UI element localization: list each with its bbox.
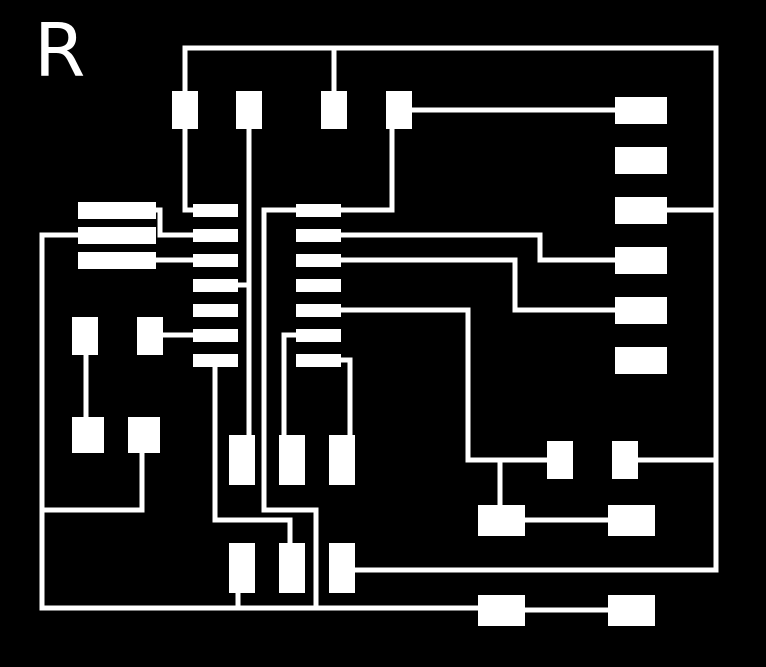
header-pin-2 bbox=[615, 147, 667, 174]
board-label: R bbox=[34, 8, 86, 94]
trace-left-res bbox=[42, 435, 145, 513]
connector-pin-3 bbox=[78, 252, 156, 269]
pad-left-d bbox=[128, 417, 160, 453]
ic-pin-r4 bbox=[296, 279, 341, 292]
pad-top-2 bbox=[236, 91, 262, 129]
pad-top-3 bbox=[321, 91, 347, 129]
ic-pin-l4 bbox=[193, 279, 238, 292]
header-pin-6 bbox=[615, 347, 667, 374]
ic-pin-l7 bbox=[193, 354, 238, 367]
ic-pin-l5 bbox=[193, 304, 238, 317]
pad-mid-2 bbox=[279, 435, 305, 485]
header-pin-5 bbox=[615, 297, 667, 324]
trace-ic-to-header-2 bbox=[318, 257, 640, 313]
trace-ic-to-pad bbox=[318, 307, 560, 463]
ic-pin-r3 bbox=[296, 254, 341, 267]
pad-right-a bbox=[547, 441, 573, 479]
pad-right-b bbox=[612, 441, 638, 479]
ic-pin-r1 bbox=[296, 204, 341, 217]
trace-left-gnd bbox=[39, 207, 319, 611]
ic-pin-r5 bbox=[296, 304, 341, 317]
header-pin-3 bbox=[615, 197, 667, 224]
header-pin-4 bbox=[615, 247, 667, 274]
connector-pin-2 bbox=[78, 227, 156, 244]
trace-ic-to-header-1 bbox=[318, 232, 640, 263]
ic-pin-l2 bbox=[193, 229, 238, 242]
pad-left-c bbox=[72, 417, 104, 453]
trace-top-bus bbox=[182, 45, 719, 573]
pad-res-b2 bbox=[608, 595, 655, 626]
pad-top-4 bbox=[386, 91, 412, 129]
pad-mid-3 bbox=[329, 435, 355, 485]
ic-pin-r7 bbox=[296, 354, 341, 367]
header-pin-1 bbox=[615, 97, 667, 124]
pad-left-b bbox=[137, 317, 163, 355]
pad-bottom-1 bbox=[229, 543, 255, 593]
pad-bottom-2 bbox=[279, 543, 305, 593]
ic-pin-l6 bbox=[193, 329, 238, 342]
pad-res-b1 bbox=[478, 595, 525, 626]
pads bbox=[72, 91, 667, 626]
pad-left-a bbox=[72, 317, 98, 355]
ic-pin-r2 bbox=[296, 229, 341, 242]
pad-top-1 bbox=[172, 91, 198, 129]
pad-mid-1 bbox=[229, 435, 255, 485]
ic-pin-l3 bbox=[193, 254, 238, 267]
connector-pin-1 bbox=[78, 202, 156, 219]
ic-pin-l1 bbox=[193, 204, 238, 217]
pad-bottom-3 bbox=[329, 543, 355, 593]
pad-res-a2 bbox=[608, 505, 655, 536]
pad-res-a1 bbox=[478, 505, 525, 536]
ic-pin-r6 bbox=[296, 329, 341, 342]
